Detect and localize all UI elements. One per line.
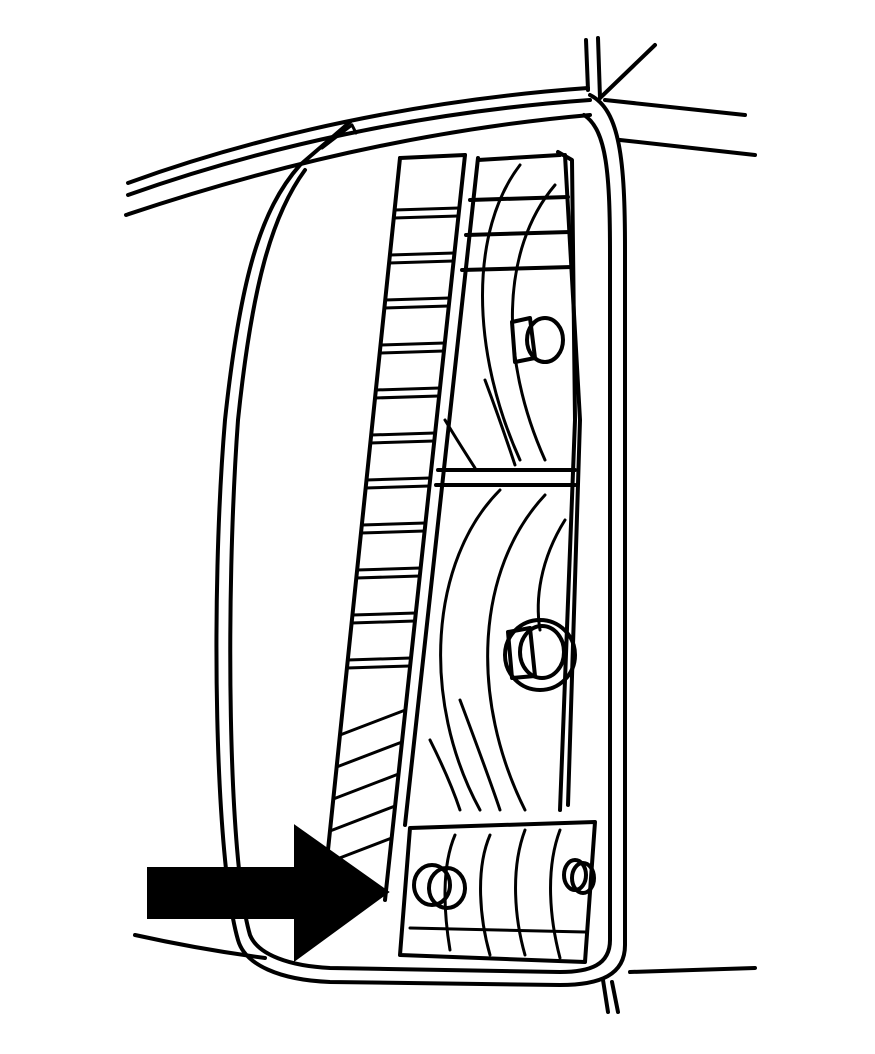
louver-line [331, 772, 400, 801]
louver-line [365, 476, 432, 482]
louver-line [346, 656, 413, 662]
bulb-socket-upper [510, 316, 565, 364]
louver-line [387, 259, 455, 265]
lens-louvers [325, 206, 461, 865]
louver-line [338, 708, 407, 737]
louver-line [328, 804, 397, 833]
louver-line [364, 484, 431, 490]
louver-line [360, 521, 427, 527]
louver-line [345, 664, 412, 670]
louver-line [359, 529, 426, 535]
louver-line [373, 394, 441, 400]
louver-line [382, 304, 451, 310]
louver-line [392, 214, 460, 220]
louver-line [369, 431, 437, 437]
lower-lamp-section [398, 820, 597, 964]
louver-line [383, 296, 451, 302]
main-lens [403, 150, 582, 827]
body-panel-lines [124, 36, 757, 1014]
callout-arrow [147, 824, 390, 962]
louver-line [374, 386, 442, 392]
louver-line [393, 206, 461, 212]
bulb-socket-lower-left [412, 863, 467, 910]
louver-line [388, 251, 456, 257]
louver-line [351, 611, 418, 617]
bulb-socket-middle [503, 618, 577, 692]
louver-line [354, 574, 422, 580]
louver-line [368, 439, 436, 445]
louver-line [378, 349, 446, 355]
lamp-housing [214, 93, 627, 987]
louver-line [335, 740, 404, 769]
louver-line [379, 341, 447, 347]
bulb-socket-lower-right [562, 858, 596, 895]
louver-line [355, 566, 422, 572]
louver-line [350, 619, 417, 625]
left-lens-strip [325, 153, 467, 902]
